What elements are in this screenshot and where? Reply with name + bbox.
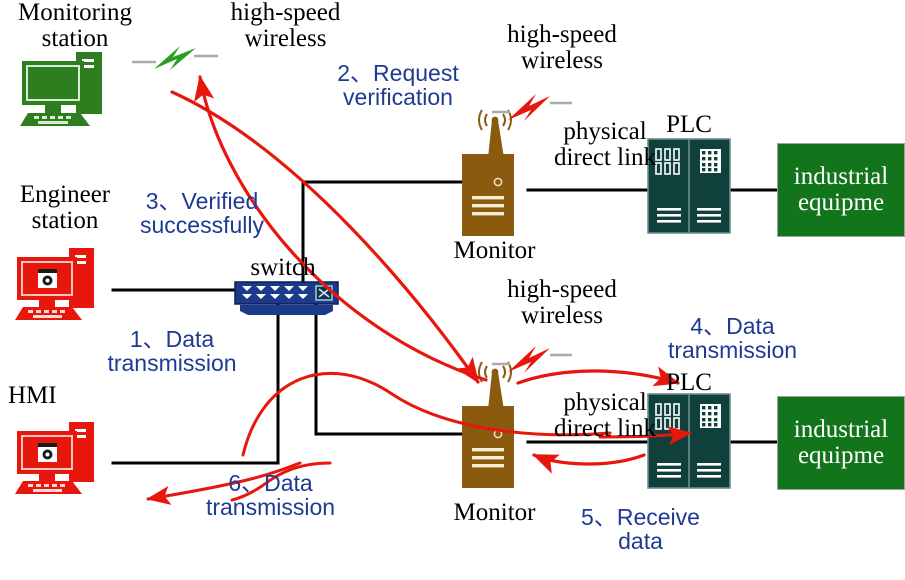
link-label-wireless-lower: high-speed wireless <box>507 276 617 329</box>
node-switch[interactable] <box>234 281 339 315</box>
step-label-1: 1、Data transmission <box>107 326 237 376</box>
gear-window-icon <box>38 269 57 288</box>
lightning-bolt-icon <box>154 46 196 70</box>
desktop-computer-icon <box>15 422 94 494</box>
flow-2-request-verification <box>170 90 480 384</box>
node-engineer-station[interactable] <box>14 248 118 324</box>
node-equipment-lower[interactable]: industrial equipme <box>777 396 905 490</box>
plc-cabinet-icon <box>647 138 731 234</box>
equipment-lower-label: industrial equipme <box>793 415 889 469</box>
node-label-plc-lower: PLC <box>666 369 712 396</box>
node-label-monitor-lower: Monitor <box>453 499 536 526</box>
node-equipment-upper[interactable]: industrial equipme <box>777 143 905 237</box>
flow-3-verified-successfully <box>194 75 488 382</box>
step-label-5: 5、Receive data <box>581 504 700 554</box>
flow-5-receive-data <box>532 453 646 474</box>
link-label-direct-link-lower: physical direct link <box>553 389 657 442</box>
lightning-bolt-icon <box>508 94 550 121</box>
step-label-6: 6、Data transmission <box>205 470 336 520</box>
node-label-engineer-station: Engineer station <box>19 181 111 234</box>
flow-6-arrow-tail <box>230 461 332 502</box>
desktop-computer-icon <box>15 248 94 320</box>
node-plc-upper[interactable] <box>647 138 731 234</box>
link-label-wireless-top-left: high-speed wireless <box>230 0 341 52</box>
step-label-2: 2、Request verification <box>337 60 459 110</box>
link-label-direct-link-upper: physical direct link <box>553 118 657 171</box>
node-label-hmi: HMI <box>8 382 57 409</box>
step-label-3: 3、Verified successfully <box>140 188 264 238</box>
flow-1-data-transmission <box>241 371 612 457</box>
network-switch-icon <box>234 281 339 315</box>
link-label-wireless-upper: high-speed wireless <box>507 21 617 74</box>
desktop-computer-icon <box>20 52 102 126</box>
node-monitoring-station[interactable] <box>18 50 128 130</box>
node-label-plc-upper: PLC <box>666 111 712 138</box>
node-label-monitoring-station: Monitoring station <box>18 0 132 52</box>
lightning-bolt-icon <box>508 346 550 373</box>
flow-1-arrow-head <box>598 426 692 446</box>
equipment-upper-label: industrial equipme <box>793 162 889 216</box>
flow-4-data-transmission <box>516 366 680 387</box>
flow-6-data-transmission <box>146 461 302 505</box>
wireless-link-upper <box>492 90 578 124</box>
node-hmi[interactable] <box>14 422 118 498</box>
wireless-link-lower <box>492 342 578 376</box>
wireless-link-top-left <box>130 40 220 76</box>
node-label-monitor-upper: Monitor <box>453 237 536 264</box>
gear-window-icon <box>38 443 57 462</box>
node-label-switch: switch <box>250 254 316 281</box>
step-label-4: 4、Data transmission <box>667 313 798 363</box>
